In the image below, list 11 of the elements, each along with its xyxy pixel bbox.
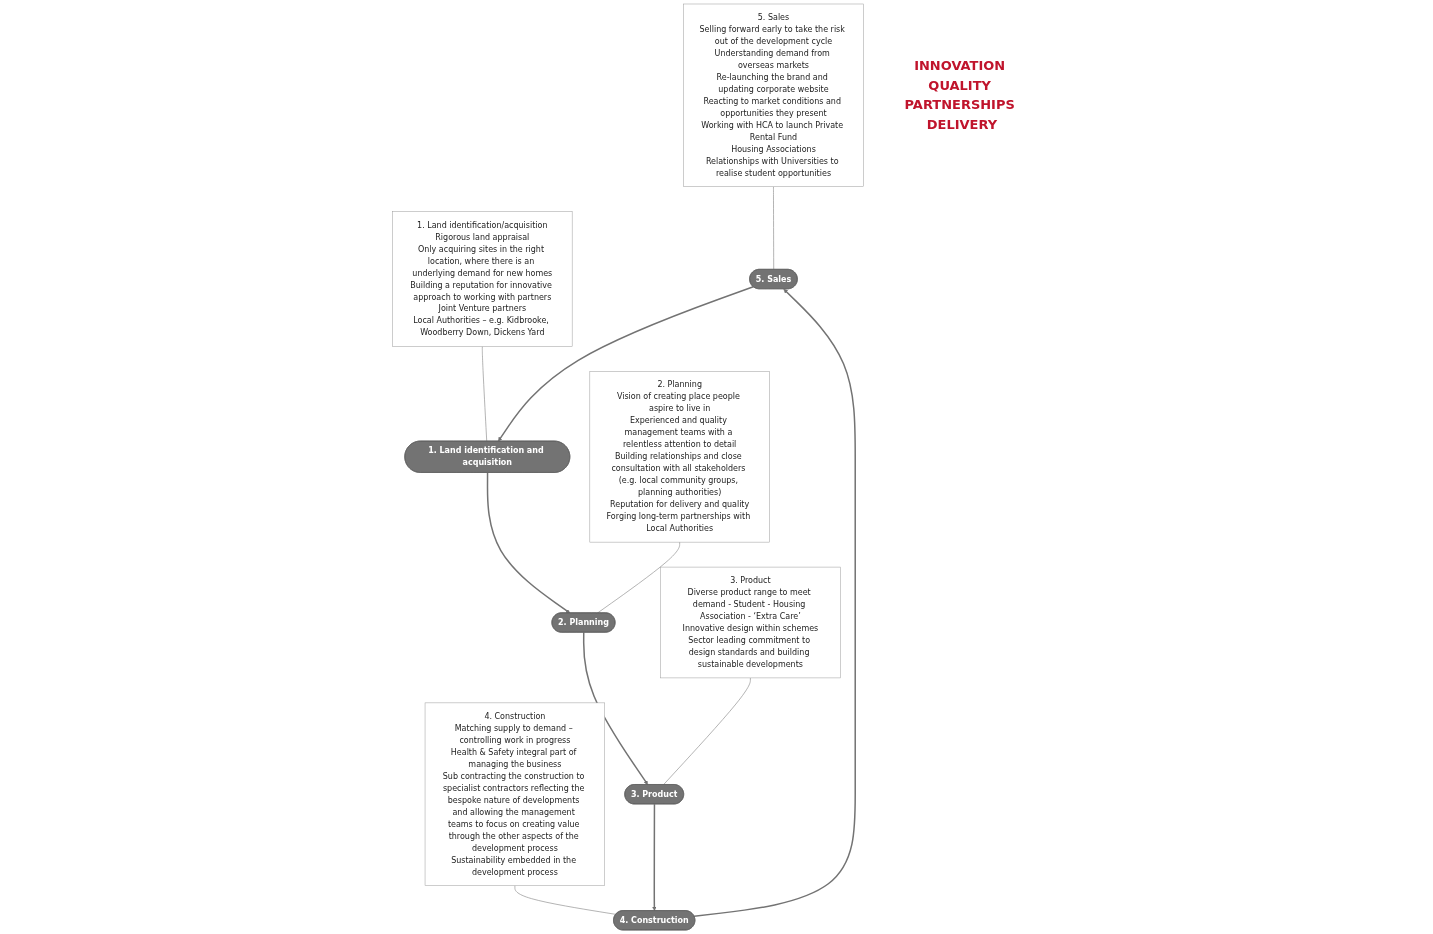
- arrow: [693, 288, 856, 917]
- connector: [663, 677, 751, 786]
- connector: [597, 541, 681, 614]
- arrow: [652, 803, 657, 911]
- connector: [514, 885, 617, 915]
- node-text: INNOVATION QUALITY PARTNERSHIPS DELIVERY: [904, 58, 1015, 132]
- arrow: [486, 472, 571, 614]
- connector: [773, 186, 775, 270]
- connector: [481, 346, 488, 442]
- arrow: [498, 286, 755, 442]
- arrow: [582, 631, 648, 785]
